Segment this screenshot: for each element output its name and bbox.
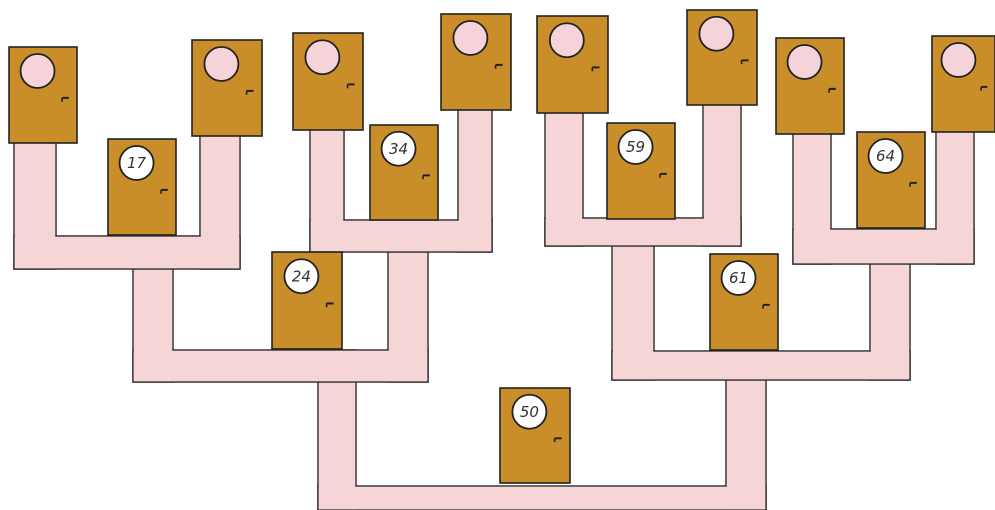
door-label-badge bbox=[511, 393, 548, 430]
door-root-right-right: 64 bbox=[856, 131, 926, 229]
door-handle-icon bbox=[980, 85, 988, 91]
door-label-badge bbox=[617, 129, 654, 165]
door-label: 24 bbox=[292, 267, 311, 285]
door-label-badge bbox=[283, 258, 320, 295]
door-window bbox=[19, 53, 56, 89]
door-root-right-right-right bbox=[931, 35, 995, 133]
door-label: 50 bbox=[520, 403, 539, 421]
hallway-root-left-right bbox=[309, 105, 493, 253]
door-handle-icon bbox=[494, 63, 503, 69]
door-root-right-right-left bbox=[775, 37, 845, 135]
door-label: 59 bbox=[626, 138, 645, 156]
door-window bbox=[940, 42, 977, 78]
door-root-left-left-left bbox=[8, 46, 78, 144]
door-window bbox=[786, 44, 823, 80]
door-root: 50 bbox=[499, 387, 571, 484]
door-root-left-left: 17 bbox=[107, 138, 177, 236]
door-handle-icon bbox=[762, 303, 770, 309]
door-layer: 50 24 61 17 34 59 64 bbox=[8, 9, 995, 484]
door-label-badge bbox=[118, 145, 155, 181]
door-panel bbox=[775, 37, 845, 135]
door-window bbox=[548, 22, 585, 59]
door-label-badge bbox=[380, 130, 417, 167]
door-handle-icon bbox=[553, 437, 562, 443]
door-window bbox=[304, 39, 341, 76]
door-root-left: 24 bbox=[271, 251, 343, 350]
door-handle-icon bbox=[325, 302, 334, 308]
door-label: 61 bbox=[729, 269, 748, 287]
door-handle-icon bbox=[591, 66, 600, 72]
door-handle-icon bbox=[909, 181, 917, 187]
door-label: 64 bbox=[876, 147, 895, 165]
door-window bbox=[698, 15, 735, 52]
door-root-right: 61 bbox=[709, 253, 779, 351]
door-panel bbox=[709, 253, 779, 351]
door-handle-icon bbox=[245, 89, 254, 95]
door-label: 34 bbox=[389, 140, 408, 158]
door-handle-icon bbox=[659, 172, 667, 178]
door-handle-icon bbox=[160, 188, 168, 194]
hallway-root-left-left bbox=[13, 131, 241, 270]
door-root-left-right-left bbox=[292, 32, 364, 131]
door-label-badge bbox=[720, 260, 757, 296]
hallway-root-right-left bbox=[544, 100, 742, 247]
door-label: 17 bbox=[127, 154, 147, 172]
door-window bbox=[452, 20, 489, 56]
door-handle-icon bbox=[740, 59, 749, 65]
door-root-right-left-right bbox=[686, 9, 758, 106]
door-handle-icon bbox=[828, 87, 836, 93]
door-label-badge bbox=[867, 138, 904, 174]
door-window bbox=[203, 46, 240, 82]
door-handle-icon bbox=[346, 83, 355, 89]
door-root-left-right-right bbox=[440, 13, 512, 111]
door-root-left-left-right bbox=[191, 39, 263, 137]
door-root-right-left-left bbox=[536, 15, 609, 114]
door-root-left-right: 34 bbox=[369, 124, 439, 221]
door-handle-icon bbox=[61, 96, 69, 102]
door-handle-icon bbox=[422, 174, 430, 180]
door-root-right-left: 59 bbox=[606, 122, 676, 220]
